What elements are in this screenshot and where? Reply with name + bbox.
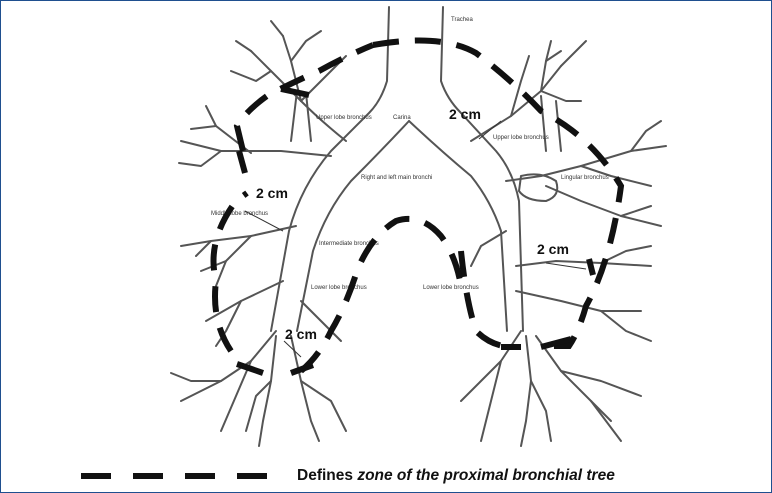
legend: Defines zone of the proximal bronchial t… (81, 467, 615, 485)
label-left-upper-lobe-bronchus: Upper lobe bronchus (493, 135, 549, 141)
legend-dash-sample (81, 472, 271, 480)
zone-tick-5 (291, 365, 313, 373)
measure-arrow-right (546, 263, 586, 269)
legend-emphasis: zone of the proximal bronchial tree (357, 467, 615, 484)
zone-tick-1 (281, 89, 309, 95)
proximal-zone-boundary (214, 41, 622, 374)
label-carina: Carina (393, 115, 411, 121)
label-lingular: Lingular bronchus (561, 175, 609, 181)
bronchial-tree-diagram: Trachea Carina Upper lobe bronchus Upper… (1, 1, 771, 461)
label-right-upper-lobe-bronchus: Upper lobe bronchus (316, 115, 372, 121)
measure-label-lower: 2 cm (285, 326, 317, 342)
legend-label: Defines zone of the proximal bronchial t… (297, 467, 615, 485)
label-left-lower-lobe: Lower lobe bronchus (423, 285, 479, 291)
measure-label-left: 2 cm (256, 185, 288, 201)
carina-wall-right (409, 121, 507, 331)
airway-structure (171, 7, 666, 446)
label-right-lower-lobe: Lower lobe bronchus (311, 285, 367, 291)
label-right-left-main: Right and left main bronchi (361, 175, 432, 181)
zone-tick-2 (239, 151, 245, 173)
zone-tick-3 (589, 259, 593, 275)
measure-label-upper: 2 cm (449, 106, 481, 122)
trachea-wall-right (441, 7, 523, 331)
measure-label-right: 2 cm (537, 241, 569, 257)
legend-prefix: Defines (297, 467, 357, 484)
label-middle-lobe: Middle lobe bronchus (211, 211, 268, 217)
measurement-markers (245, 121, 586, 357)
label-trachea: Trachea (451, 17, 473, 23)
zone-tick-4 (237, 364, 263, 373)
